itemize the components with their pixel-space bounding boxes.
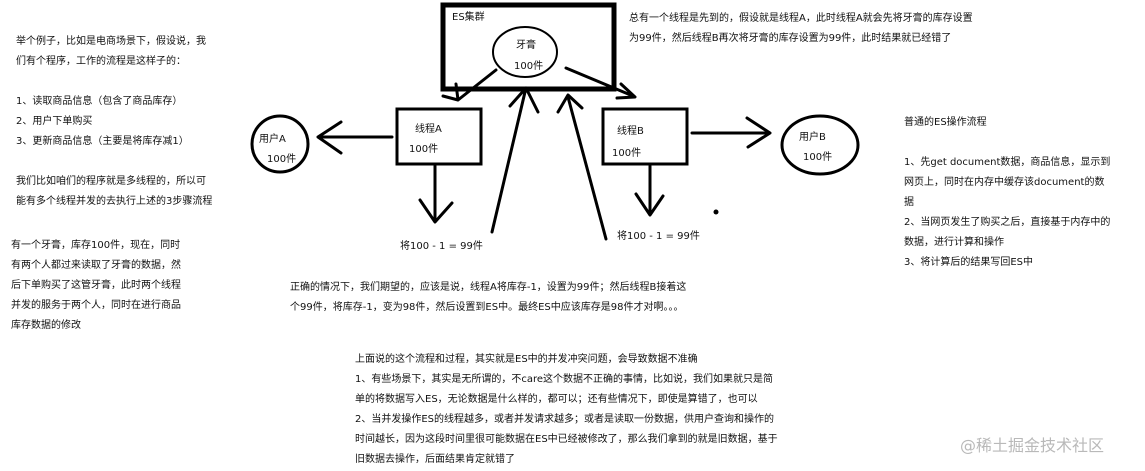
toothpaste-node — [492, 26, 558, 78]
user-a-node — [250, 114, 310, 174]
arrow-es-to-thread-a — [441, 68, 498, 102]
thread-b-box — [601, 107, 689, 166]
arrow-writeback-a — [490, 86, 540, 234]
thread-a-result: 将100 - 1 = 99件 — [400, 240, 483, 252]
arrow-es-to-thread-b — [564, 66, 637, 100]
note-expected: 正确的情况下，我们期望的，应该是说，线程A将库存-1，设置为99件；然后线程B接… — [290, 282, 687, 313]
toothpaste-stock: 100件 — [514, 60, 543, 72]
user-b-stock: 100件 — [803, 151, 832, 163]
user-a-title: 用户A — [259, 132, 286, 145]
note-conclusion: 上面说的这个流程和过程，其实就是ES中的并发冲突问题，会导致数据不准确 1、有些… — [355, 354, 778, 465]
arrow-thread-b-to-user-b — [690, 116, 772, 149]
thread-a-stock: 100件 — [409, 143, 438, 155]
thread-b-stock: 100件 — [612, 147, 641, 159]
es-cluster-box — [440, 2, 617, 92]
user-b-node — [780, 114, 860, 176]
arrow-thread-b-down — [634, 164, 665, 217]
es-cluster-title: ES集群 — [452, 10, 485, 23]
user-b-title: 用户B — [799, 130, 826, 143]
thread-b-result: 将100 - 1 = 99件 — [617, 230, 700, 242]
arrow-thread-a-down — [418, 164, 454, 224]
note-toothpaste: 有一个牙膏，库存100件，现在，同时 有两个人都过来读取了牙膏的数据，然 后下单… — [11, 240, 181, 331]
watermark: @稀土掘金技术社区 — [960, 436, 1105, 455]
dot-marker — [713, 209, 719, 215]
thread-b-title: 线程B — [617, 124, 644, 137]
thread-a-box — [395, 107, 483, 166]
note-es-flow: 普通的ES操作流程 1、先get document数据，商品信息，显示到 网页上… — [904, 117, 1111, 268]
thread-a-title: 线程A — [415, 122, 442, 135]
arrow-writeback-b — [556, 93, 608, 241]
note-thread-first: 总有一个线程是先到的，假设就是线程A，此时线程A就会先将牙膏的库存设置 为99件… — [629, 13, 973, 44]
arrow-thread-a-to-user-a — [316, 120, 394, 155]
toothpaste-label: 牙膏 — [516, 38, 536, 51]
user-a-stock: 100件 — [267, 153, 296, 165]
note-example: 举个例子，比如是电商场景下，假设说，我 们有个程序，工作的流程是这样子的： 1、… — [16, 36, 213, 207]
